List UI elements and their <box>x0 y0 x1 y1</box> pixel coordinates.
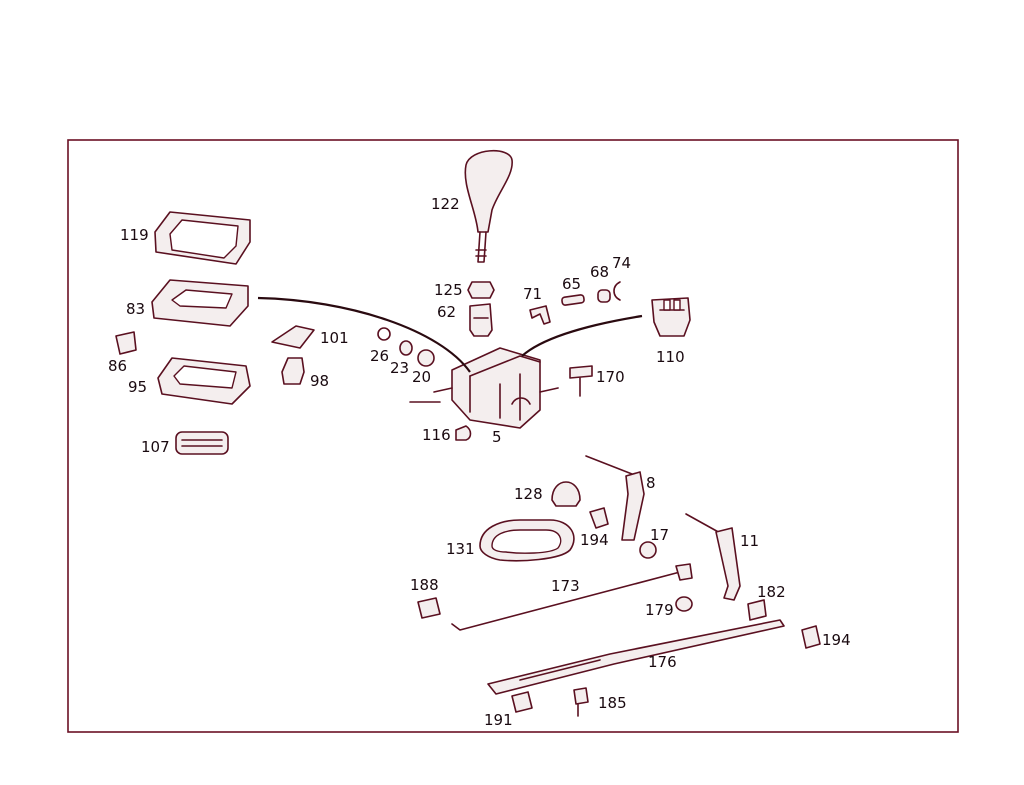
callout-83[interactable]: 83 <box>126 300 145 318</box>
callout-194-upper[interactable]: 194 <box>580 531 609 549</box>
part-rod <box>451 571 681 631</box>
callout-101[interactable]: 101 <box>320 329 349 347</box>
callout-182[interactable]: 182 <box>757 583 786 601</box>
callout-95[interactable]: 95 <box>128 378 147 396</box>
callout-131[interactable]: 131 <box>446 540 475 558</box>
part-cover-plate <box>151 279 249 327</box>
callout-71[interactable]: 71 <box>523 285 542 303</box>
part-bulb <box>455 425 472 441</box>
callout-8[interactable]: 8 <box>646 474 656 492</box>
callout-185[interactable]: 185 <box>598 694 627 712</box>
part-holder <box>281 357 305 385</box>
part-nut-179 <box>675 596 693 612</box>
part-bushing <box>469 303 493 337</box>
part-selector-housing <box>157 357 251 405</box>
part-seal <box>479 519 575 562</box>
callout-20[interactable]: 20 <box>412 368 431 386</box>
callout-176[interactable]: 176 <box>648 653 677 671</box>
part-shift-housing <box>433 347 559 429</box>
callout-194-lower[interactable]: 194 <box>822 631 851 649</box>
callout-23[interactable]: 23 <box>390 359 409 377</box>
callout-173[interactable]: 173 <box>551 577 580 595</box>
part-bush-182 <box>747 599 767 621</box>
callout-107[interactable]: 107 <box>141 438 170 456</box>
part-cap <box>551 481 581 507</box>
callout-86[interactable]: 86 <box>108 357 127 375</box>
part-control-rod <box>487 619 785 695</box>
callout-128[interactable]: 128 <box>514 485 543 503</box>
part-cover-frame <box>154 211 251 265</box>
leader-arrow-110 <box>521 314 643 357</box>
part-nut-17 <box>639 541 657 559</box>
part-clip-upper <box>589 507 609 529</box>
part-gear-knob <box>464 149 513 263</box>
part-selector-lever <box>585 455 645 541</box>
part-screw <box>573 687 589 717</box>
diagram-frame <box>67 139 959 733</box>
part-bush-188 <box>417 597 441 619</box>
part-switch <box>651 297 691 337</box>
callout-122[interactable]: 122 <box>431 195 460 213</box>
callout-125[interactable]: 125 <box>434 281 463 299</box>
callout-188[interactable]: 188 <box>410 576 439 594</box>
part-lever <box>271 325 315 349</box>
part-rod-end <box>675 563 693 581</box>
part-ring <box>377 327 391 341</box>
callout-179[interactable]: 179 <box>645 601 674 619</box>
part-bush <box>417 349 435 367</box>
part-nut <box>467 281 495 299</box>
callout-26[interactable]: 26 <box>370 347 389 365</box>
callout-98[interactable]: 98 <box>310 372 329 390</box>
part-clip-lower <box>801 625 821 649</box>
callout-110[interactable]: 110 <box>656 348 685 366</box>
callout-11[interactable]: 11 <box>740 532 759 550</box>
callout-68[interactable]: 68 <box>590 263 609 281</box>
part-gasket <box>175 431 229 455</box>
part-lever-11 <box>685 513 741 601</box>
part-bush-191 <box>511 691 533 713</box>
callout-119[interactable]: 119 <box>120 226 149 244</box>
part-retainer <box>115 331 137 355</box>
callout-191[interactable]: 191 <box>484 711 513 729</box>
part-sleeve <box>597 289 611 303</box>
callout-74[interactable]: 74 <box>612 254 631 272</box>
callout-17[interactable]: 17 <box>650 526 669 544</box>
part-circlip <box>613 281 621 301</box>
callout-65[interactable]: 65 <box>562 275 581 293</box>
part-bolt <box>569 365 593 397</box>
part-clip <box>529 305 551 325</box>
callout-170[interactable]: 170 <box>596 368 625 386</box>
callout-116[interactable]: 116 <box>422 426 451 444</box>
leader-arrow-83 <box>257 296 471 373</box>
part-pin <box>561 294 585 306</box>
part-washer <box>399 340 413 356</box>
callout-5[interactable]: 5 <box>492 428 502 446</box>
callout-62[interactable]: 62 <box>437 303 456 321</box>
